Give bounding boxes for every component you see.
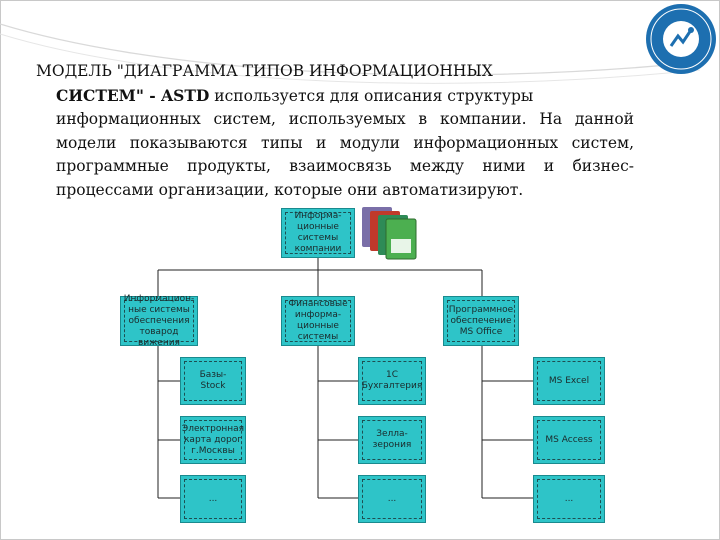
module-border-3-3: [537, 479, 601, 519]
type-node-label-2: Финансовые информа- ционные системы: [288, 299, 348, 342]
description-paragraph: МОДЕЛЬ "ДИАГРАММА ТИПОВ ИНФОРМАЦИОННЫХ С…: [36, 60, 634, 202]
type-node-border-3: [447, 300, 515, 342]
module-border-1-2: [184, 420, 242, 460]
module-box-3-3: ...: [533, 475, 605, 523]
title-line-1: МОДЕЛЬ "ДИАГРАММА ТИПОВ ИНФОРМАЦИОННЫХ: [36, 62, 493, 80]
module-border-2-3: [362, 479, 422, 519]
module-box-1-1: Базы- Stock: [180, 357, 246, 405]
type-node-border-2: [285, 300, 351, 342]
module-border-3-1: [537, 361, 601, 401]
module-label-3-2: MS Access: [545, 434, 593, 445]
root-node-border: [285, 212, 351, 254]
module-label-2-1: 1С Бухгалтерия: [361, 370, 423, 391]
module-box-2-3: ...: [358, 475, 426, 523]
type-node-box-2: Финансовые информа- ционные системы: [281, 296, 355, 346]
root-node-box: Информа- ционные системы компании: [281, 208, 355, 258]
module-box-1-3: ...: [180, 475, 246, 523]
module-label-1-1: Базы- Stock: [199, 370, 227, 391]
module-label-2-2: Зелла- зерония: [372, 429, 412, 450]
type-node-box-1: Информацион- ные системы обеспечения тов…: [120, 293, 198, 348]
module-label-3-3: ...: [564, 493, 574, 504]
module-label-2-3: ...: [387, 493, 397, 504]
folders-icon: [362, 207, 417, 260]
module-label-3-1: MS Excel: [548, 375, 590, 386]
title-line-2-rest: используется для описания структуры: [209, 86, 534, 105]
module-box-2-1: 1С Бухгалтерия: [358, 357, 426, 405]
module-border-1-3: [184, 479, 242, 519]
type-node-label-1: Информацион- ные системы обеспечения тов…: [123, 293, 195, 348]
module-border-1-1: [184, 361, 242, 401]
module-box-1-2: Электронная карта дорог г.Москвы: [180, 416, 246, 464]
root-node-label: Информа- ционные системы компании: [294, 211, 342, 254]
module-box-3-2: MS Access: [533, 416, 605, 464]
module-box-3-1: MS Excel: [533, 357, 605, 405]
type-node-box-3: Программное обеспечение MS Office: [443, 296, 519, 346]
module-border-2-2: [362, 420, 422, 460]
faculty-logo: [646, 4, 716, 74]
title-line-2: СИСТЕМ" - ASTD используется для описания…: [36, 84, 634, 109]
module-label-1-3: ...: [208, 493, 218, 504]
type-node-label-3: Программное обеспечение MS Office: [448, 304, 514, 337]
module-box-2-2: Зелла- зерония: [358, 416, 426, 464]
module-border-2-1: [362, 361, 422, 401]
module-border-3-2: [537, 420, 601, 460]
body-text: информационных систем, используемых в ко…: [56, 110, 634, 199]
type-node-border-1: [124, 300, 194, 342]
title-bold: СИСТЕМ" - ASTD: [56, 85, 210, 105]
module-label-1-2: Электронная карта дорог г.Москвы: [181, 423, 245, 456]
